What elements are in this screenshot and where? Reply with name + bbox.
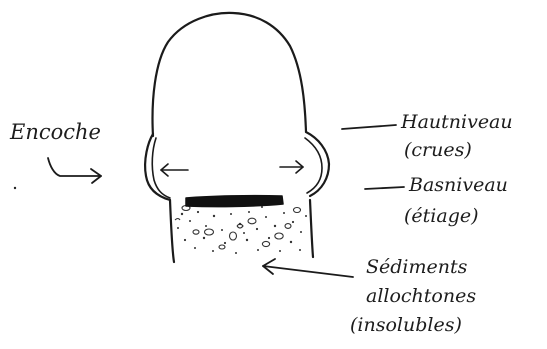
conduit-right-wall [310, 200, 313, 257]
low-water-line [186, 196, 283, 207]
label-encoche: Encoche [9, 120, 101, 144]
label-insolubles: (insolubles) [350, 314, 462, 336]
label-bas-niveau: Basniveau [408, 174, 508, 196]
left-inner-arrow [161, 164, 188, 176]
encoche-arrow [48, 158, 101, 183]
leader-haut-niveau [342, 125, 396, 129]
sediments-arrow [263, 259, 353, 277]
left-notch-inner [152, 138, 170, 198]
label-haut-niveau: Hautniveau [400, 111, 513, 133]
gallery-outline [153, 13, 306, 136]
label-sediments: Sédiments [366, 256, 468, 278]
sediment-fill [175, 204, 307, 254]
pen-dot [14, 187, 16, 189]
conduit-left-wall [170, 200, 174, 262]
label-allochtones: allochtones [366, 285, 476, 307]
leader-bas-niveau [365, 187, 404, 189]
label-crues: (crues) [404, 139, 472, 161]
right-notch-inner [305, 138, 322, 193]
right-inner-arrow [280, 161, 303, 173]
label-etiage: (étiage) [404, 205, 479, 227]
left-notch [145, 134, 170, 200]
